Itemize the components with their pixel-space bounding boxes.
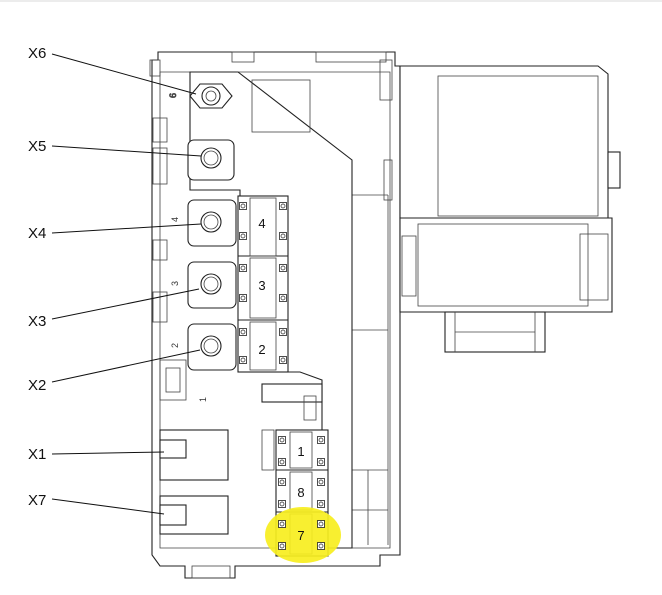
stud-x6 — [189, 83, 233, 109]
screw-terminal — [278, 542, 286, 550]
screw-terminal — [278, 520, 286, 528]
screw-head — [240, 265, 246, 271]
screw-terminal — [278, 478, 286, 486]
screw-terminal — [239, 356, 247, 364]
screw-terminal — [317, 458, 325, 466]
connector-x1 — [159, 429, 229, 481]
screw-terminal — [239, 328, 247, 336]
stud-mark-x1: 1 — [198, 397, 208, 402]
screw-head — [318, 501, 324, 507]
callout-label-x2: X2 — [28, 377, 46, 394]
stud-x5 — [200, 147, 222, 169]
leader-line-x1 — [51, 451, 165, 455]
screw-terminal — [278, 436, 286, 444]
screw-head — [279, 459, 285, 465]
slot-label-8: 8 — [297, 485, 304, 500]
slot-label-4: 4 — [258, 216, 265, 231]
screw-head — [280, 357, 286, 363]
screw-head — [318, 459, 324, 465]
leader-line-x2 — [51, 349, 201, 383]
screw-head — [240, 233, 246, 239]
screw-head — [280, 295, 286, 301]
screw-terminal — [317, 436, 325, 444]
screw-terminal — [239, 232, 247, 240]
side-connector-housing — [399, 65, 621, 353]
stud-mark-x2: 2 — [170, 343, 180, 348]
screw-terminal — [317, 500, 325, 508]
leader-line-x5 — [51, 145, 202, 157]
screw-terminal — [279, 328, 287, 336]
leader-line-x3 — [51, 288, 200, 320]
stud-mark-x6: 6 — [168, 93, 178, 98]
screw-terminal — [239, 202, 247, 210]
leader-line-x7 — [51, 498, 165, 515]
screw-head — [279, 543, 285, 549]
connector-x7 — [159, 495, 229, 535]
fuse-block-upper — [237, 195, 289, 373]
screw-head — [240, 329, 246, 335]
stud-x2 — [200, 335, 222, 357]
stud-x3 — [200, 273, 222, 295]
screw-head — [280, 233, 286, 239]
screw-terminal — [279, 264, 287, 272]
screw-head — [240, 295, 246, 301]
screw-terminal — [278, 500, 286, 508]
screw-terminal — [279, 232, 287, 240]
leader-line-x4 — [51, 223, 202, 234]
slot-label-3: 3 — [258, 278, 265, 293]
stud-mark-x3: 3 — [170, 281, 180, 286]
screw-terminal — [279, 202, 287, 210]
screw-terminal — [317, 542, 325, 550]
screw-head — [280, 203, 286, 209]
slot-label-1: 1 — [297, 444, 304, 459]
screw-terminal — [279, 356, 287, 364]
callout-label-x5: X5 — [28, 138, 46, 155]
callout-label-x3: X3 — [28, 313, 46, 330]
leader-line-x6 — [51, 53, 197, 95]
callout-label-x4: X4 — [28, 225, 46, 242]
screw-terminal — [239, 264, 247, 272]
screw-head — [279, 501, 285, 507]
screw-terminal — [317, 520, 325, 528]
slot-label-7: 7 — [297, 528, 304, 543]
callout-label-x6: X6 — [28, 45, 46, 62]
screw-head — [279, 479, 285, 485]
stud-x4 — [200, 211, 222, 233]
left-clips — [152, 117, 187, 401]
screw-terminal — [278, 458, 286, 466]
screw-head — [240, 357, 246, 363]
screw-head — [279, 521, 285, 527]
callout-label-x7: X7 — [28, 492, 46, 509]
screw-head — [318, 521, 324, 527]
screw-head — [318, 437, 324, 443]
screw-terminal — [279, 294, 287, 302]
screw-head — [318, 543, 324, 549]
screw-head — [318, 479, 324, 485]
stud-mark-x4: 4 — [170, 217, 180, 222]
callout-label-x1: X1 — [28, 446, 46, 463]
screw-terminal — [317, 478, 325, 486]
screw-head — [279, 437, 285, 443]
slot-label-2: 2 — [258, 342, 265, 357]
screw-head — [240, 203, 246, 209]
screw-head — [280, 329, 286, 335]
screw-head — [280, 265, 286, 271]
screw-terminal — [239, 294, 247, 302]
